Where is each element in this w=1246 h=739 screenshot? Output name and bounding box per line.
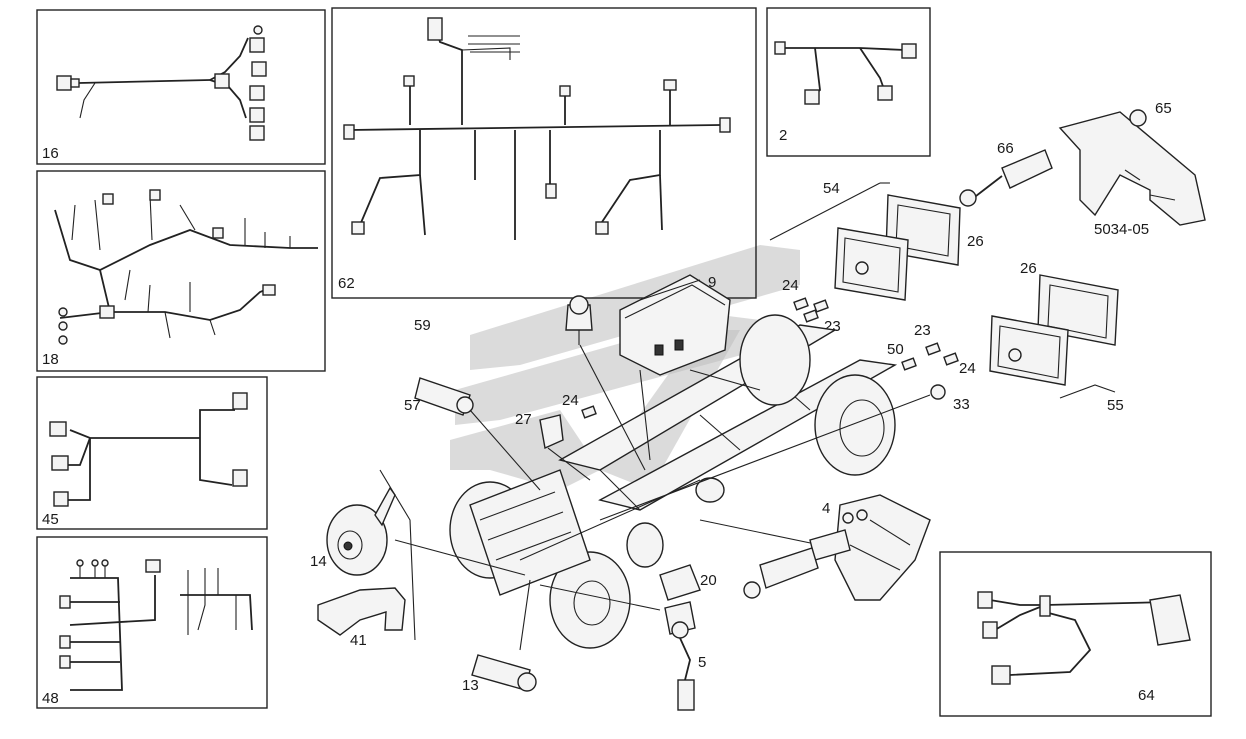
callout-26-lower: 26 (1020, 260, 1037, 277)
harness-16-panel: 16 (36, 9, 326, 165)
callout-59: 59 (414, 317, 431, 334)
callout-18: 18 (42, 351, 59, 368)
callout-2: 2 (779, 127, 787, 144)
connector-icon (56, 75, 72, 91)
callout-14: 14 (310, 553, 327, 570)
callout-50: 50 (887, 341, 904, 358)
callout-65: 65 (1155, 100, 1172, 117)
parts-57-27: 59 57 27 24 (404, 317, 597, 491)
switch-20-and-5: 20 5 (659, 564, 717, 711)
callout-54: 54 (823, 180, 840, 197)
callout-5: 5 (698, 654, 706, 671)
horn-and-bracket: 14 41 (310, 469, 526, 649)
callout-26-upper: 26 (967, 233, 984, 250)
callout-64: 64 (1138, 687, 1155, 704)
harness-2-panel: 2 (766, 7, 931, 157)
callout-20: 20 (700, 572, 717, 589)
callout-48: 48 (42, 690, 59, 707)
callout-66: 66 (997, 140, 1014, 157)
callout-41: 41 (350, 632, 367, 649)
gear-selector-4: 4 (743, 494, 931, 601)
rear-bracket-group: 65 66 5034-05 (959, 100, 1206, 238)
harness-45-panel: 45 (36, 376, 268, 530)
callout-13: 13 (462, 677, 479, 694)
callout-62: 62 (338, 275, 355, 292)
harness-18-panel: 18 (36, 170, 326, 372)
callout-23-b: 23 (914, 322, 931, 339)
callout-45: 45 (42, 511, 59, 528)
callout-24-b: 24 (959, 360, 976, 377)
callout-27: 27 (515, 411, 532, 428)
callout-33: 33 (953, 396, 970, 413)
callout-57: 57 (404, 397, 421, 414)
harness-62-panel: 62 (331, 7, 757, 299)
bulbs-group: 24 23 23 50 24 33 (782, 277, 976, 413)
callout-16: 16 (42, 145, 59, 162)
harness-48-panel: 48 (36, 536, 268, 709)
callout-4: 4 (822, 500, 830, 517)
callout-5034-05: 5034-05 (1094, 221, 1149, 238)
truck-chassis (449, 314, 931, 651)
harness-64-panel: 64 (939, 551, 1212, 717)
pressure-sensor (565, 295, 646, 471)
control-module-9: 9 (619, 274, 761, 461)
callout-9: 9 (708, 274, 716, 291)
callout-55: 55 (1107, 397, 1124, 414)
speed-sensor-13: 13 (462, 654, 537, 694)
rear-lamps-group: 54 26 26 55 (769, 180, 1124, 414)
callout-24-a: 24 (782, 277, 799, 294)
callout-24-c: 24 (562, 392, 579, 409)
